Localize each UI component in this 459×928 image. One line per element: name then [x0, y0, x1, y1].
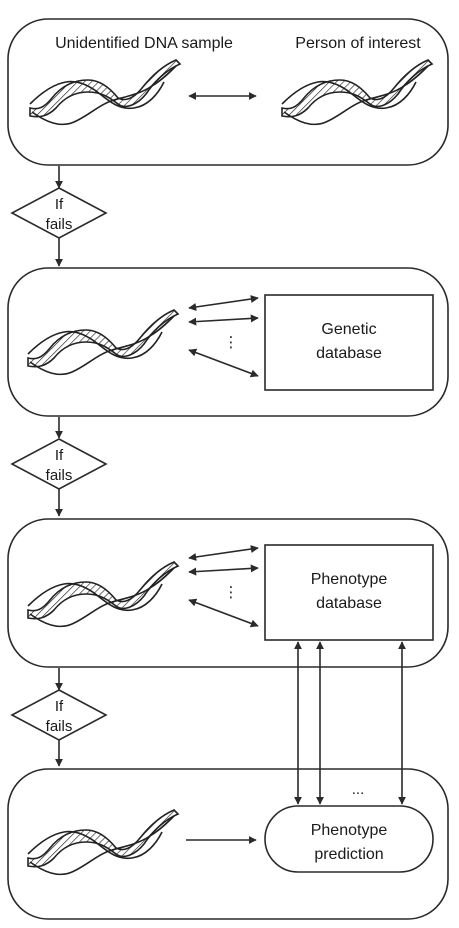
- database-prediction-links: [294, 641, 406, 805]
- vertical-ellipsis-3: ⋮: [224, 584, 239, 601]
- dna-helix-panel-4: [27, 809, 179, 876]
- panel-phenotype-prediction: Phenotype prediction ...: [7, 768, 449, 920]
- panel-1-frame: [7, 18, 449, 166]
- vertical-ellipsis-2: ⋮: [224, 334, 239, 351]
- person-of-interest-label: Person of interest: [295, 35, 421, 52]
- decision-1-line1: If: [55, 196, 64, 213]
- dna-helix-sample: [29, 59, 181, 126]
- if-fails-decision-2: If fails: [10, 438, 108, 490]
- decision-3-line1: If: [55, 698, 64, 715]
- panel-genetic-database: ⋮ Genetic database: [7, 267, 449, 417]
- arrow-3c: [188, 598, 259, 628]
- horizontal-ellipsis-4: ...: [352, 781, 365, 798]
- arrow-2b: [188, 314, 259, 326]
- phenotype-prediction-line2: prediction: [314, 846, 383, 863]
- phenotype-database-box: [264, 544, 434, 641]
- dna-helix-panel-2: [27, 309, 179, 376]
- arrow-3b: [188, 564, 259, 576]
- decision-3-line2: fails: [46, 718, 73, 735]
- decision-2-line2: fails: [46, 467, 73, 484]
- panel-4-frame: [7, 768, 449, 920]
- dna-helix-panel-3: [27, 561, 179, 628]
- arrow-2c: [188, 348, 259, 378]
- if-fails-decision-3: If fails: [10, 689, 108, 741]
- panel-phenotype-database: ⋮ Phenotype database: [7, 518, 449, 668]
- panel-direct-comparison: Unidentified DNA sample Person of intere…: [7, 18, 449, 166]
- phenotype-database-line1: Phenotype: [311, 571, 388, 588]
- arrow-2a: [188, 295, 259, 311]
- genetic-database-box: [264, 294, 434, 391]
- if-fails-decision-1: If fails: [10, 187, 108, 239]
- unidentified-sample-label: Unidentified DNA sample: [55, 35, 233, 52]
- arrow-3a: [188, 545, 259, 561]
- decision-1-line2: fails: [46, 216, 73, 233]
- genetic-database-line1: Genetic: [321, 321, 376, 338]
- genetic-database-line2: database: [316, 345, 382, 362]
- panel-3-frame: [7, 518, 449, 668]
- dna-helix-person: [281, 59, 433, 126]
- decision-2-line1: If: [55, 447, 64, 464]
- phenotype-database-line2: database: [316, 595, 382, 612]
- phenotype-prediction-line1: Phenotype: [311, 822, 388, 839]
- panel-2-frame: [7, 267, 449, 417]
- phenotype-prediction-box: [264, 805, 434, 873]
